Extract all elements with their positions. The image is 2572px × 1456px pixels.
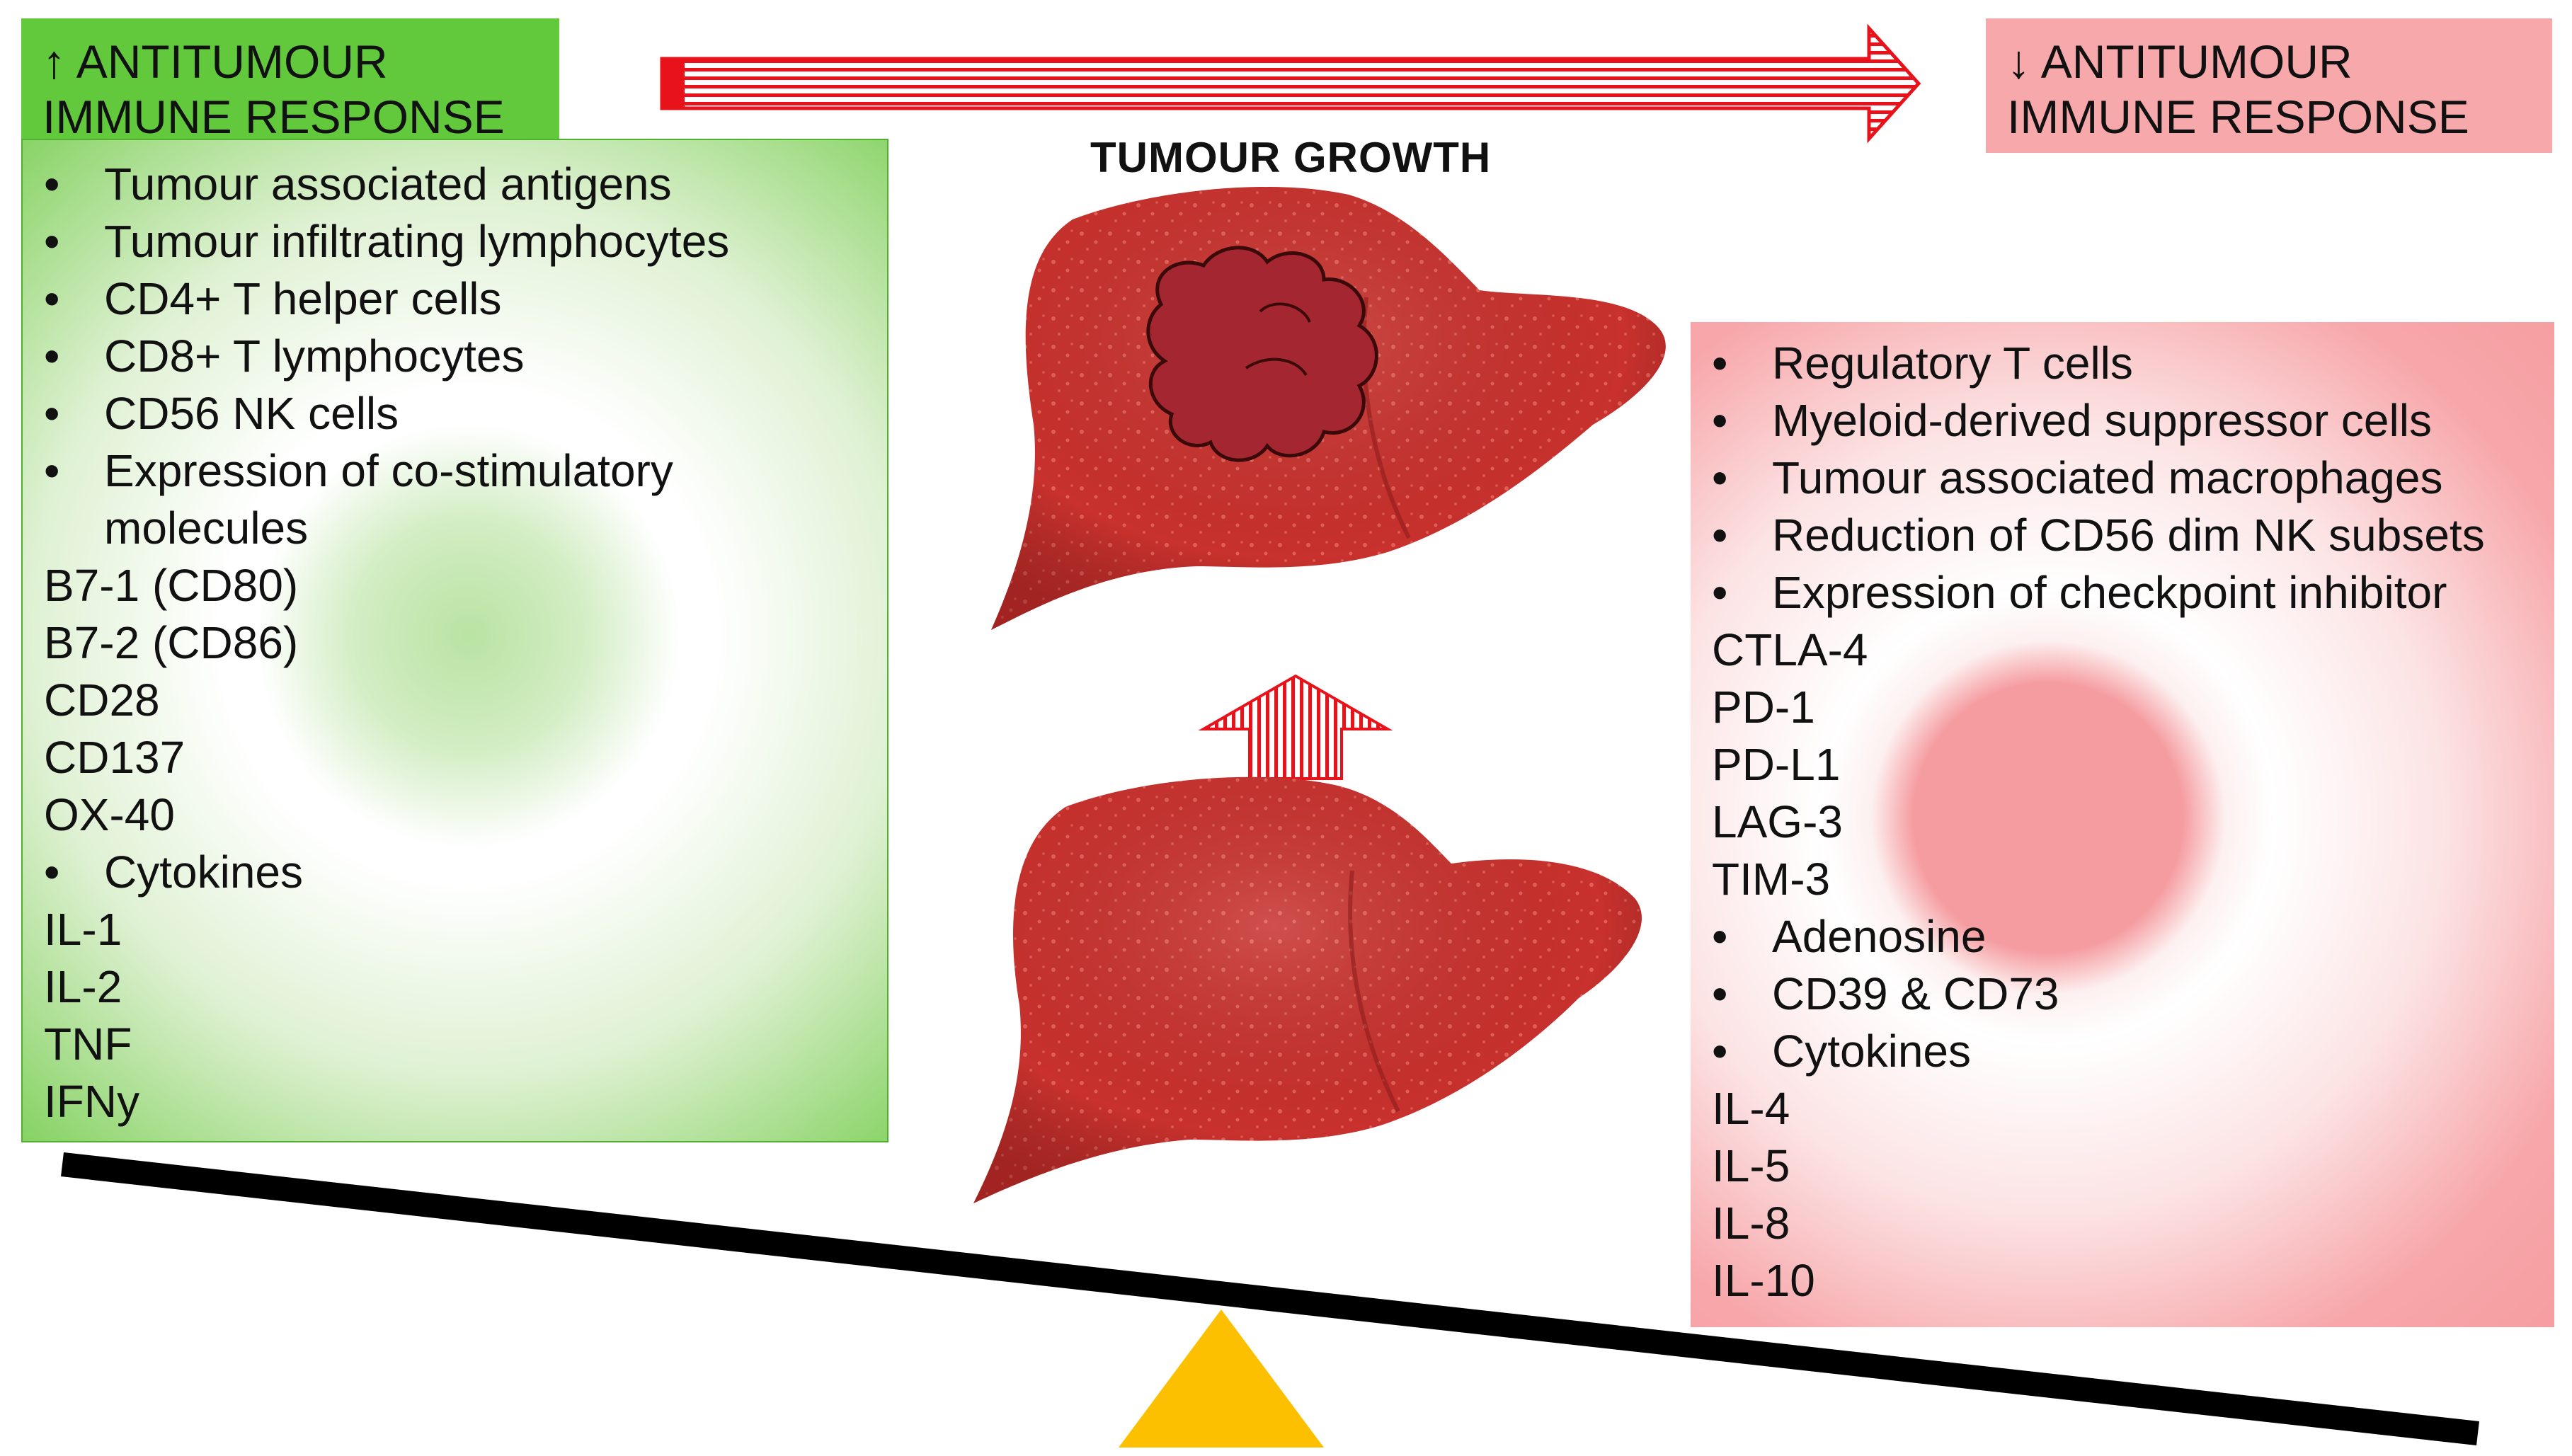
header-line-2: IMMUNE RESPONSE (2007, 91, 2469, 143)
bullet-item: Expression of co-stimulatory (44, 442, 729, 500)
list-item: PD-1 (1712, 682, 1815, 733)
progression-up-arrow (1198, 674, 1393, 780)
fulcrum (1119, 1309, 1324, 1448)
tumour-mass (1146, 246, 1378, 462)
list-item: CD28 (44, 675, 160, 726)
bullet-item: CD8+ T lymphocytes (44, 328, 729, 385)
header-line-1: ↓ ANTITUMOUR (2007, 35, 2353, 88)
bullet-item: Tumour associated antigens (44, 156, 729, 213)
list-item: IL-1 (44, 904, 122, 955)
bullet-item: Regulatory T cells (1712, 335, 2485, 392)
up-arrow-icon: ↑ (42, 35, 66, 88)
activating-factors-list: Tumour associated antigensTumour infiltr… (44, 156, 729, 1130)
list-item: LAG-3 (1712, 796, 1843, 847)
healthy-liver (973, 776, 1642, 1203)
list-item: TIM-3 (1712, 854, 1831, 905)
list-item: TNF (44, 1019, 132, 1070)
list-item: IL-8 (1712, 1198, 1790, 1249)
list-item: CD137 (44, 732, 185, 783)
suppressive-factors-list: Regulatory T cellsMyeloid-derived suppre… (1712, 335, 2485, 1309)
header-line-1: ↑ ANTITUMOUR (42, 35, 388, 88)
list-item: B7-2 (CD86) (44, 617, 299, 668)
bullet-item: Tumour associated macrophages (1712, 449, 2485, 507)
balance-beam (61, 1152, 2479, 1445)
list-item: B7-1 (CD80) (44, 560, 299, 611)
down-arrow-icon: ↓ (2007, 35, 2030, 88)
list-item: IL-2 (44, 961, 122, 1012)
list-item: IL-10 (1712, 1255, 1815, 1306)
liver-with-tumour (991, 186, 1666, 630)
list-item: OX-40 (44, 789, 175, 840)
antitumour-increase-header: ↑ ANTITUMOUR IMMUNE RESPONSE (21, 18, 559, 153)
bullet-item: Tumour infiltrating lymphocytes (44, 213, 729, 270)
bullet-item: Adenosine (1712, 908, 2485, 965)
antitumour-decrease-header: ↓ ANTITUMOUR IMMUNE RESPONSE (1986, 18, 2552, 153)
list-item: molecules (104, 503, 309, 554)
bullet-item: CD4+ T helper cells (44, 270, 729, 328)
list-item: IFNy (44, 1076, 140, 1127)
balance-scale (61, 1152, 2479, 1448)
header-line-2: IMMUNE RESPONSE (42, 91, 505, 143)
tumour-growth-arrow (660, 23, 1921, 144)
bullet-item: CD56 NK cells (44, 385, 729, 442)
bullet-item: Cytokines (44, 844, 729, 901)
list-item: PD-L1 (1712, 739, 1841, 790)
list-item: CTLA-4 (1712, 624, 1868, 675)
bullet-item: Reduction of CD56 dim NK subsets (1712, 507, 2485, 564)
tumour-growth-title: TUMOUR GROWTH (1090, 134, 1492, 181)
list-item: IL-5 (1712, 1140, 1790, 1191)
list-item: IL-4 (1712, 1083, 1790, 1134)
bullet-item: CD39 & CD73 (1712, 965, 2485, 1023)
bullet-item: Expression of checkpoint inhibitor (1712, 564, 2485, 621)
bullet-item: Myeloid-derived suppressor cells (1712, 392, 2485, 449)
immune-activating-factors-panel: Tumour associated antigensTumour infiltr… (21, 139, 888, 1142)
immune-suppressive-factors-panel: Regulatory T cellsMyeloid-derived suppre… (1691, 322, 2554, 1327)
bullet-item: Cytokines (1712, 1023, 2485, 1080)
